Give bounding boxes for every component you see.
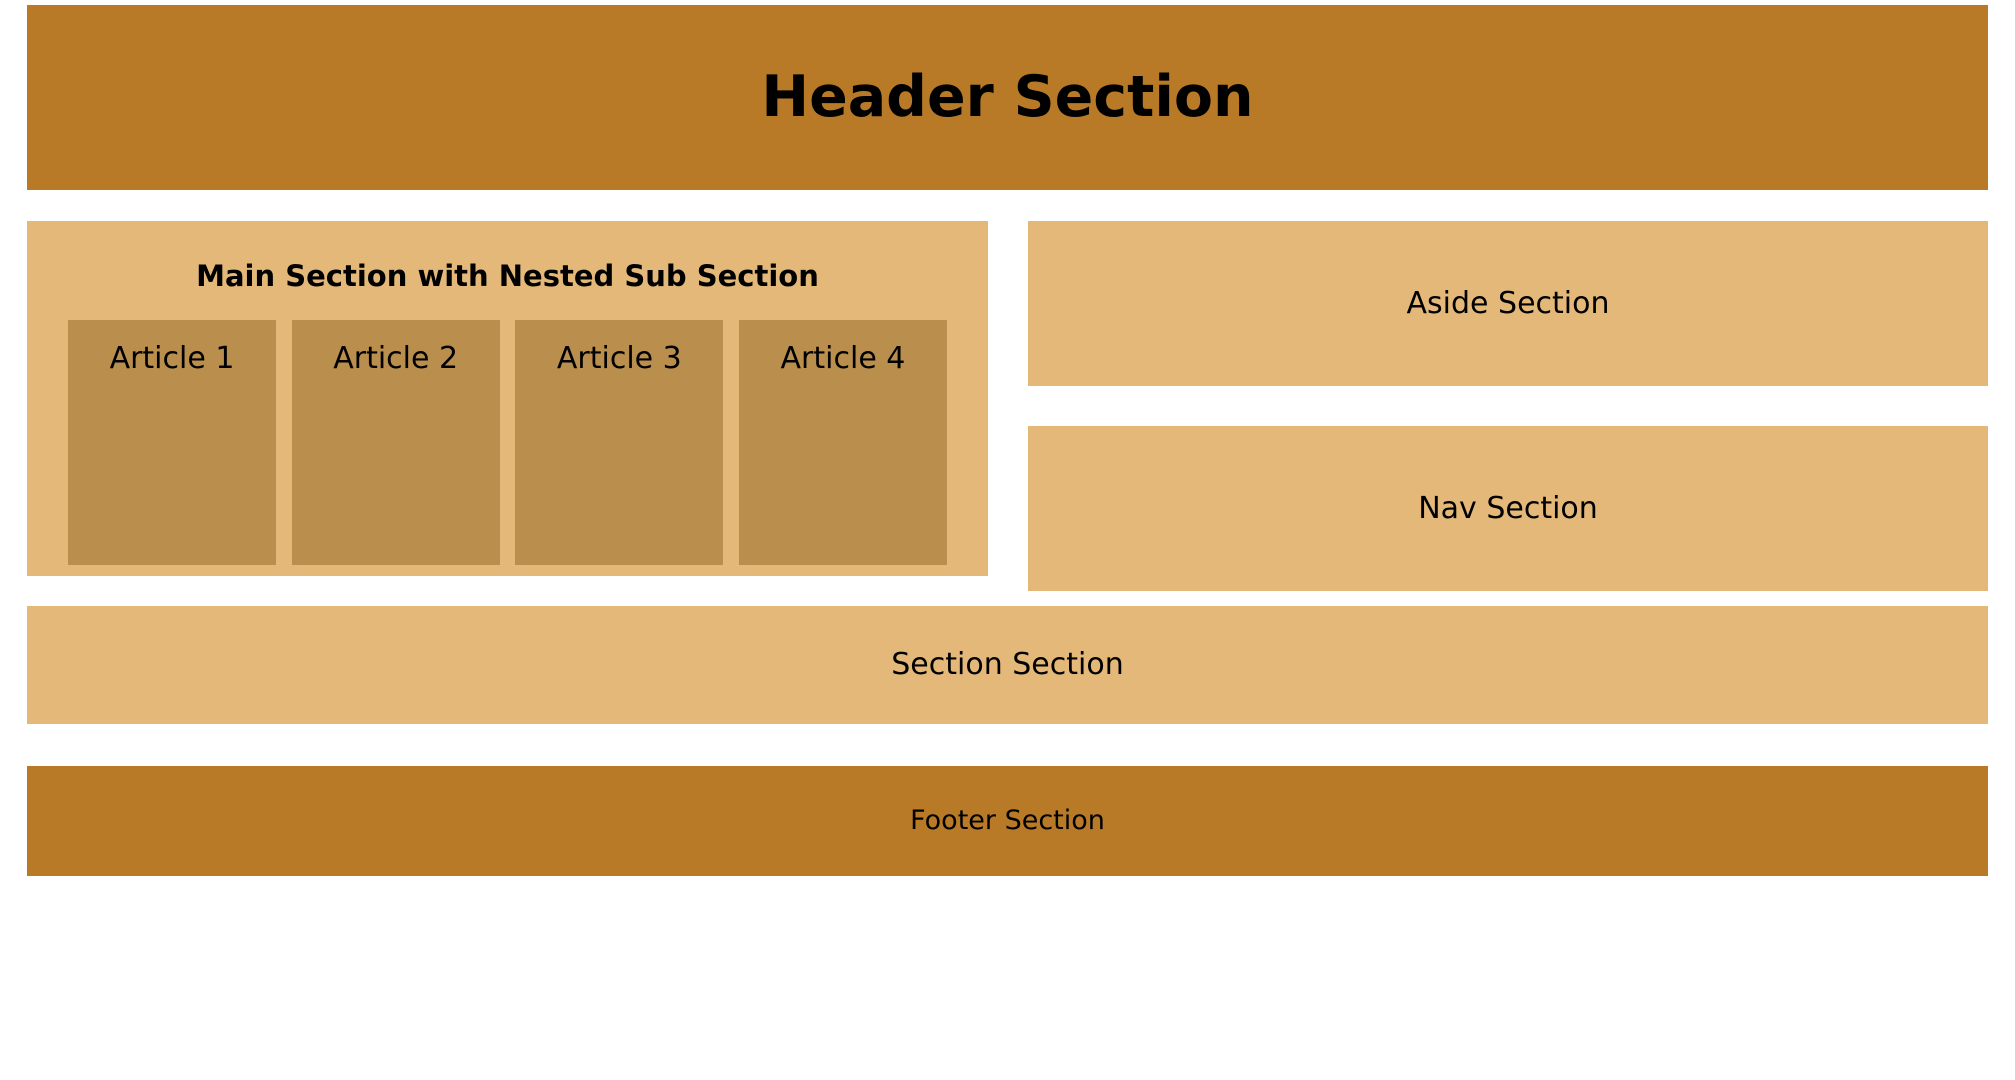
main-section-heading: Main Section with Nested Sub Section — [196, 259, 819, 293]
article-card[interactable]: Article 4 — [738, 319, 947, 565]
article-card[interactable]: Article 2 — [291, 319, 500, 565]
footer-label: Footer Section — [910, 804, 1105, 836]
article-list: Article 1 Article 2 Article 3 Article 4 — [27, 319, 988, 565]
aside-section: Aside Section — [1028, 221, 1988, 386]
aside-section-label: Aside Section — [1406, 285, 1610, 321]
right-column: Aside Section Nav Section — [1028, 221, 1988, 591]
article-card[interactable]: Article 1 — [68, 319, 276, 565]
main-section: Main Section with Nested Sub Section Art… — [27, 221, 988, 576]
nav-section[interactable]: Nav Section — [1028, 426, 1988, 591]
section-section: Section Section — [27, 606, 1988, 724]
section-section-label: Section Section — [891, 647, 1124, 682]
footer-section: Footer Section — [27, 766, 1988, 876]
article-label: Article 3 — [556, 340, 682, 376]
content-columns: Main Section with Nested Sub Section Art… — [27, 221, 1988, 591]
article-card[interactable]: Article 3 — [515, 319, 724, 565]
header-title: Header Section — [761, 64, 1254, 131]
article-label: Article 2 — [333, 340, 459, 376]
header-section: Header Section — [27, 5, 1988, 190]
article-label: Article 1 — [109, 340, 235, 376]
article-label: Article 4 — [780, 340, 906, 376]
nav-section-label: Nav Section — [1418, 490, 1598, 526]
